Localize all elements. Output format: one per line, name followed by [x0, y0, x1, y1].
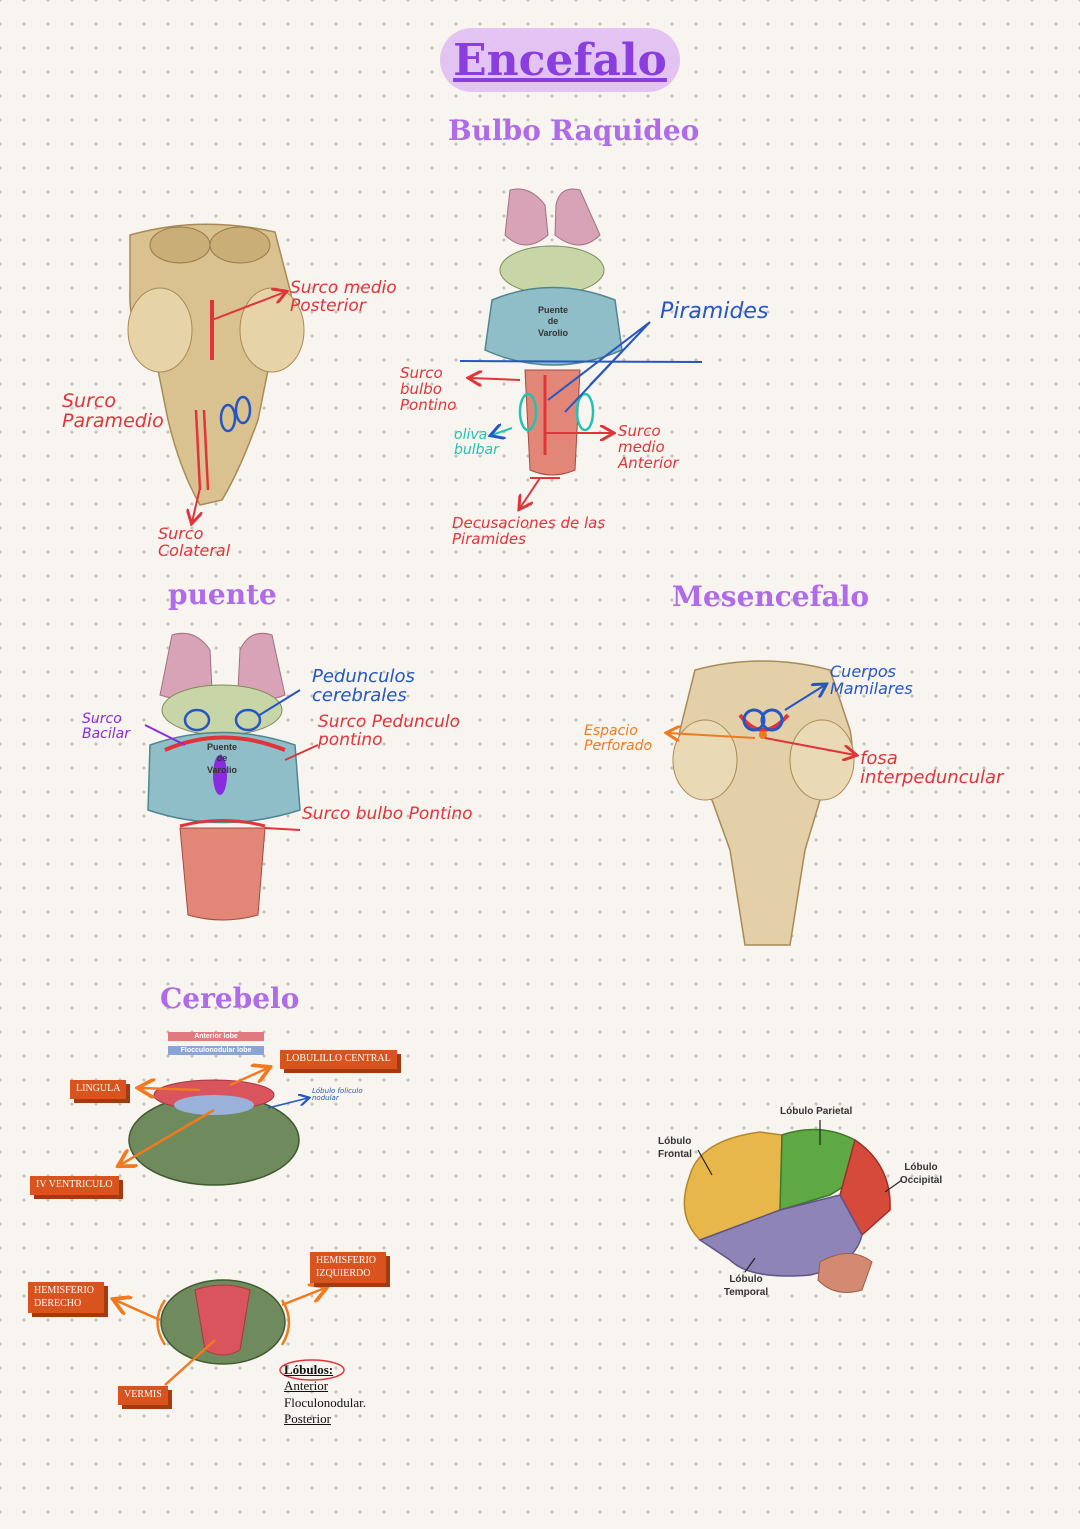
page-title-pill: Encefalo: [440, 28, 680, 92]
brainstem-anterior-illustration: [459, 188, 703, 508]
lobulo-item: Posterior: [284, 1410, 331, 1426]
lobulo-item: Anterior: [284, 1378, 329, 1394]
cerebelo-top-illustration: [120, 1032, 308, 1186]
box-hemisferio-derecho: HEMISFERIO DERECHO: [28, 1282, 104, 1313]
brainstem-posterior-illustration: [127, 223, 305, 522]
puente-illustration: [144, 632, 319, 921]
box-hemisferio-izquierdo: HEMISFERIO IZQUIERDO: [310, 1252, 386, 1283]
label-surco-paramedio: Surco Paramedio: [62, 390, 164, 432]
label-surco-medio-posterior: Surco medio Posterior: [290, 278, 397, 316]
label-fosa-interpeduncular: fosa interpeduncular: [860, 748, 1004, 788]
cerebelo-bottom-illustration: [115, 1279, 345, 1386]
label-lobulo-parietal: Lóbulo Parietal: [780, 1106, 853, 1117]
label-piramides: Piramides: [660, 299, 769, 324]
label-surco-colateral: Surco Colateral: [158, 524, 231, 560]
cerebro-illustration: [683, 1120, 903, 1293]
label-puente-de-varolio-anterior: Puente de Varolio: [537, 305, 568, 338]
label-decusaciones: Decusaciones de las Piramides: [452, 514, 606, 548]
box-lobulillo-central: LOBULILLO CENTRAL: [280, 1050, 397, 1069]
label-lobulo-occipital: Lóbulo Occipital: [899, 1162, 943, 1186]
label-surco-pedunculo-pontino: Surco Pedunculo pontino: [318, 712, 461, 750]
label-lobulo-temporal: Lóbulo Temporal: [723, 1274, 769, 1298]
box-iv-ventriculo: IV VENTRICULO: [30, 1176, 119, 1195]
label-puente-de-varolio-puente: Puente de Varolio: [206, 742, 237, 775]
legend-flocculonodular-lobe: Flocculonodular lobe: [180, 1047, 252, 1054]
section-bulbo-raquideo: Bulbo Raquideo: [448, 114, 700, 147]
label-pedunculos-cerebrales: Pedunculos cerebrales: [312, 666, 415, 706]
label-surco-bulbo-pontino: Surco bulbo Pontino: [400, 364, 457, 414]
legend-anterior-lobe: Anterior lobe: [194, 1033, 238, 1040]
label-lobulo-frontal: Lóbulo Frontal: [658, 1136, 692, 1160]
section-puente: puente: [168, 578, 277, 611]
label-espacio-perforado: Espacio Perforado: [584, 723, 653, 754]
lobulo-item: Floculonodular.: [284, 1394, 366, 1410]
label-surco-medio-anterior: Surco medio Anterior: [618, 422, 679, 472]
mesencefalo-illustration: [668, 660, 855, 946]
label-cuerpos-mamilares: Cuerpos Mamilares: [830, 662, 913, 698]
label-surco-basilar: Surco Bacilar: [82, 711, 130, 742]
label-oliva-bulbar: oliva bulbar: [454, 427, 499, 458]
page-title: Encefalo: [453, 34, 667, 86]
lobulos-list: Lóbulos: Anterior Floculonodular. Poster…: [284, 1362, 366, 1427]
section-cerebelo: Cerebelo: [160, 982, 300, 1015]
box-lingula: LINGULA: [70, 1080, 127, 1099]
box-vermis: VERMIS: [118, 1386, 168, 1405]
lobulos-title: Lóbulos:: [284, 1362, 334, 1377]
label-surco-bulbo-pontino-puente: Surco bulbo Pontino: [302, 804, 473, 824]
label-lobulo-foliculo-nodular: Lóbulo foliculo nodular: [312, 1087, 363, 1103]
section-mesencefalo: Mesencefalo: [672, 580, 870, 613]
